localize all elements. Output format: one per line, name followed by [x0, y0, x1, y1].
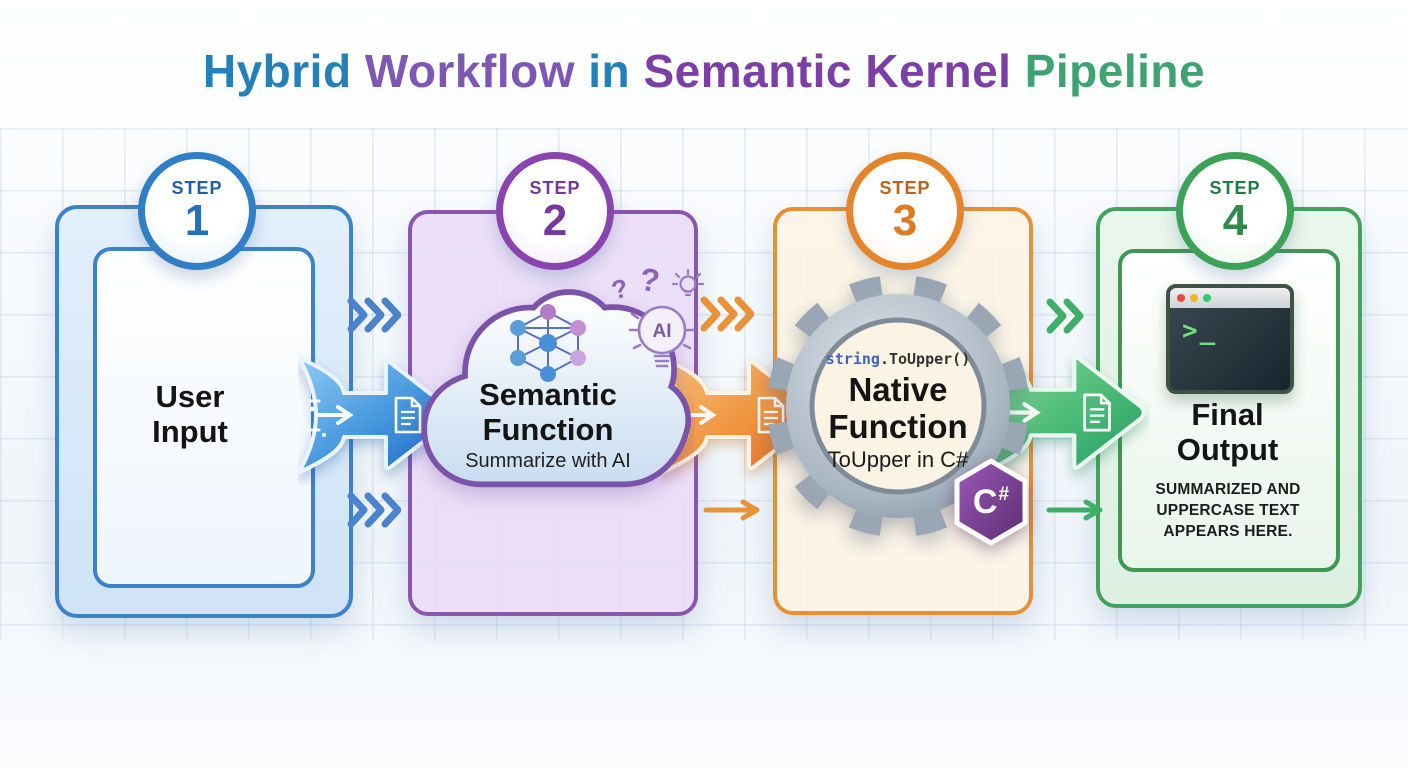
page-title: Hybrid Workflow in Semantic Kernel Pipel… [0, 44, 1408, 98]
step1-title: User Input [152, 379, 228, 449]
title-part-hybrid: Hybrid [202, 45, 352, 97]
document-icon [757, 396, 785, 434]
title-part-semantic-kernel: Semantic Kernel [643, 45, 1012, 97]
arrow-right-icon [1046, 499, 1103, 521]
step3-badge: STEP 3 [846, 152, 964, 270]
step-badge-label: STEP [529, 178, 581, 198]
csharp-sharp: # [998, 484, 1010, 505]
step4-caption: SUMMARIZED AND UPPERCASE TEXT APPEARS HE… [1155, 481, 1301, 540]
step1-panel [55, 205, 353, 618]
chevron-right-icon [347, 297, 401, 333]
question-mark: ? [637, 260, 663, 300]
title-part-workflow: Workflow [364, 45, 575, 97]
close-dot-icon [1177, 294, 1185, 302]
step-badge-number: 4 [1222, 196, 1248, 245]
csharp-logo-text: C# [952, 458, 1030, 546]
csharp-logo: C# [952, 458, 1030, 551]
document-icon [1083, 393, 1111, 432]
ai-idea-decoration: ? ? AI [608, 260, 712, 382]
neural-network-icon [510, 304, 586, 382]
step1-inner-panel [93, 247, 315, 588]
step4-badge: STEP 4 [1176, 152, 1294, 270]
step1-badge: STEP 1 [138, 152, 256, 270]
csharp-c: C [972, 482, 998, 521]
flow-arrow-icon [306, 399, 354, 432]
minimize-dot-icon [1190, 294, 1198, 302]
step2-title: Semantic Function [479, 377, 617, 447]
step3-title: Native Function [828, 371, 968, 445]
arrow-blue [298, 355, 455, 475]
step2-badge: STEP 2 [496, 152, 614, 270]
title-part-pipeline: Pipeline [1024, 45, 1206, 97]
terminal-prompt: >_ [1170, 308, 1290, 390]
chevron-right-icon [347, 492, 401, 528]
step-badge-label: STEP [879, 178, 931, 198]
maximize-dot-icon [1203, 294, 1211, 302]
terminal-icon: >_ [1166, 284, 1294, 394]
step-badge-number: 3 [892, 196, 918, 245]
title-part-in: in [588, 45, 631, 97]
code-rest: .ToUpper() [879, 350, 971, 368]
code-snippet: string.ToUpper() [798, 350, 998, 368]
step-badge-number: 2 [542, 196, 568, 245]
arrow-right-icon [703, 499, 760, 521]
step-badge-number: 1 [184, 196, 210, 245]
chevron-right-icon [1046, 298, 1084, 334]
terminal-titlebar [1170, 288, 1290, 308]
step2-subtitle: Summarize with AI [465, 450, 631, 472]
cloud-shape [421, 289, 692, 488]
step4-title: Final Output [1176, 397, 1279, 467]
lightbulb-ai-icon: AI [628, 305, 696, 368]
code-keyword: string [825, 350, 880, 368]
lightbulb-small-icon [671, 268, 705, 297]
document-icon [394, 396, 422, 434]
gear-icon [767, 275, 1029, 537]
step-badge-label: STEP [1209, 178, 1261, 198]
step-badge-label: STEP [171, 178, 223, 198]
chevron-right-icon [700, 296, 754, 332]
bulb-ai-label: AI [653, 321, 672, 342]
step3-subtitle: ToUpper in C# [827, 447, 969, 472]
